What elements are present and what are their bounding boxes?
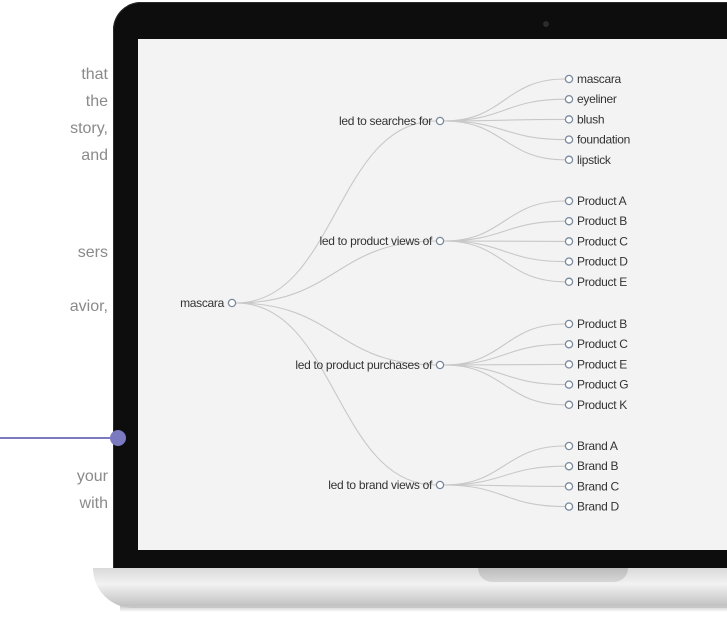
tree-leaf-label: Product B — [577, 317, 627, 331]
tree-group-node — [435, 360, 445, 370]
group-to-leaf-link — [443, 364, 566, 406]
text-fragment: and — [81, 147, 108, 164]
text-fragment: that — [81, 66, 108, 83]
laptop-shadow — [120, 606, 727, 612]
tree-leaf-node — [564, 257, 574, 266]
tree-group-label: led to product views of — [320, 234, 433, 248]
text-fragment: the — [85, 93, 108, 110]
tree-leaf-label: lipstick — [577, 153, 612, 167]
text-fragment: your — [76, 468, 108, 485]
group-to-leaf-link — [443, 120, 566, 141]
tree-diagram: mascara led to searches for mascara eyeline… — [180, 72, 630, 514]
group-to-leaf-link — [443, 465, 566, 486]
tree-leaf-node — [564, 502, 574, 511]
group-to-leaf-link — [443, 220, 566, 242]
text-fragment: story, — [70, 120, 108, 137]
group-to-leaf-link — [443, 445, 566, 486]
tree-group-label: led to brand views of — [328, 478, 433, 492]
group-to-leaf-link — [443, 120, 566, 161]
tree-leaf-node — [564, 196, 574, 206]
tree-leaf-label: Brand D — [577, 500, 620, 514]
group-to-leaf-link — [443, 343, 566, 366]
side-paragraph: that the story, and sers avior, your wit… — [0, 0, 120, 619]
tree-leaf-label: Product B — [577, 214, 627, 228]
group-to-leaf-link — [443, 118, 566, 122]
group-to-leaf-link — [443, 98, 566, 122]
tree-leaf-node — [564, 319, 574, 329]
group-to-leaf-link — [443, 363, 566, 366]
root-to-group-link — [235, 302, 437, 366]
tree-group-label: led to product purchases of — [295, 358, 433, 372]
tree-leaf-node — [564, 380, 574, 389]
group-to-leaf-link — [443, 78, 566, 122]
tree-group-node — [435, 236, 445, 246]
tree-leaf-node — [564, 360, 574, 369]
root-to-group-link — [235, 120, 437, 304]
tree-leaf-label: Brand A — [577, 439, 618, 453]
tree-leaf-label: Product K — [577, 398, 627, 412]
tree-leaf-label: blush — [577, 112, 604, 126]
connector-line — [0, 437, 118, 439]
tree-leaf-label: Product E — [577, 357, 627, 371]
tree-leaf-label: eyeliner — [577, 92, 617, 106]
laptop-screen: mascara led to searches for mascara eyeline… — [138, 39, 727, 550]
tree-leaf-node — [564, 400, 574, 410]
tree-leaf-label: Product E — [577, 275, 627, 289]
tree-leaf-label: Product C — [577, 337, 628, 351]
tree-leaf-node — [564, 74, 574, 84]
group-to-leaf-link — [443, 364, 566, 386]
tree-leaf-node — [564, 461, 574, 471]
tree-leaf-node — [564, 277, 574, 287]
tree-leaf-node — [564, 94, 574, 104]
tree-group-label: led to searches for — [339, 114, 432, 128]
laptop-hinge-notch — [478, 568, 628, 582]
text-fragment: with — [79, 495, 108, 512]
tree-leaf-label: mascara — [577, 72, 622, 86]
tree-leaf-label: Brand B — [577, 459, 619, 473]
tree-leaf-label: foundation — [577, 133, 630, 147]
group-to-leaf-link — [443, 323, 566, 366]
tree-leaf-label: Brand C — [577, 479, 620, 493]
group-to-leaf-link — [443, 240, 566, 283]
text-fragment: avior, — [69, 298, 108, 315]
tree-leaf-label: Product G — [577, 378, 628, 392]
group-to-leaf-link — [443, 240, 566, 263]
group-to-leaf-link — [443, 484, 566, 487]
tree-group-node — [435, 116, 445, 126]
tree-leaf-node — [564, 135, 574, 144]
tree-root-label: mascara — [180, 296, 225, 310]
tree-leaf-node — [564, 441, 574, 451]
laptop-base — [93, 568, 727, 608]
root-to-group-link — [235, 240, 437, 304]
camera-icon — [543, 21, 549, 27]
root-to-group-link — [235, 302, 437, 486]
tree-leaf-node — [564, 237, 574, 246]
tree-leaf-label: Product C — [577, 234, 628, 248]
tree-group-node — [435, 480, 445, 490]
tree-leaf-node — [564, 155, 574, 165]
group-to-leaf-link — [443, 200, 566, 242]
tree-leaf-label: Product A — [577, 194, 627, 208]
tree-leaf-label: Product D — [577, 255, 628, 269]
tree-leaf-node — [564, 482, 574, 491]
tree-leaf-node — [564, 115, 574, 124]
tree-root-node — [227, 298, 237, 308]
connector-dot — [110, 430, 126, 446]
tree-leaf-node — [564, 339, 574, 349]
text-fragment: sers — [77, 244, 108, 261]
tree-leaf-node — [564, 216, 574, 226]
group-to-leaf-link — [443, 484, 566, 508]
